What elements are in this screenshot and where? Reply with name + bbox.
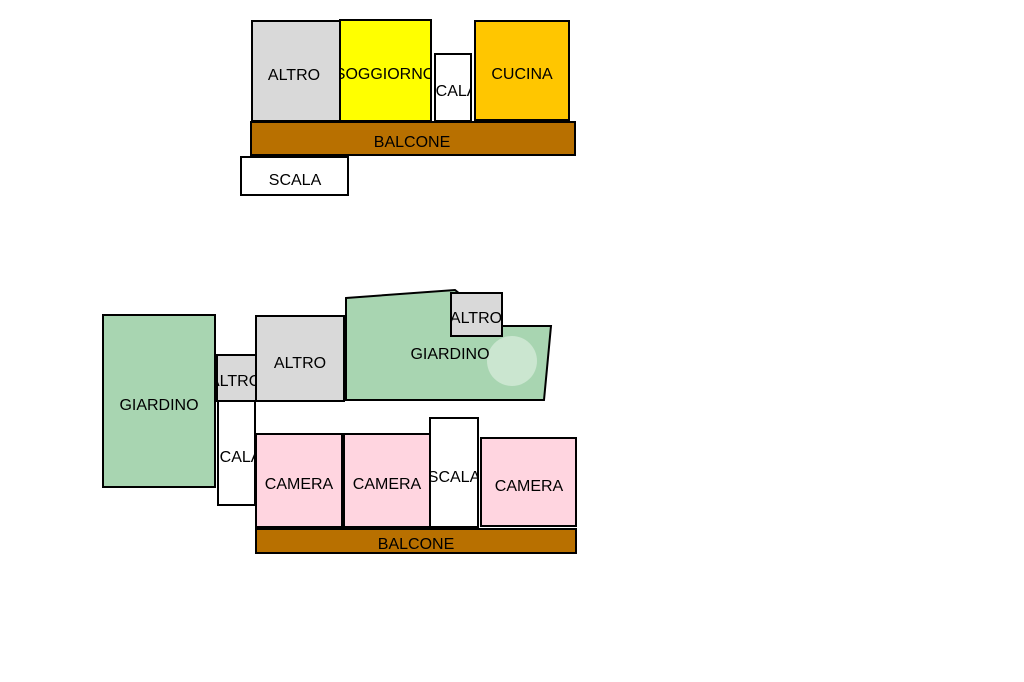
label-camera-3: CAMERA: [495, 478, 564, 495]
label-scala-left: SCALA: [209, 449, 262, 466]
label-altro-small: ALTRO: [209, 373, 261, 390]
label-soggiorno: SOGGIORNO: [335, 66, 435, 83]
label-balcone-lower: BALCONE: [378, 536, 454, 553]
label-giardino-left: GIARDINO: [119, 397, 198, 414]
room-scala-left: [217, 400, 256, 506]
upper-floor: ALTRO SOGGIORNO SCALA CUCINA BALCONE SCA…: [240, 19, 576, 196]
window-highlight: [487, 336, 537, 386]
room-camera-2: [343, 433, 431, 528]
label-scala-mid: SCALA: [428, 469, 481, 486]
room-balcone-lower: [255, 528, 577, 554]
room-giardino-left: [102, 314, 216, 488]
label-camera-2: CAMERA: [353, 476, 422, 493]
label-altro-top: ALTRO: [450, 310, 502, 327]
label-cucina: CUCINA: [491, 66, 553, 83]
room-scala-mid: [429, 417, 479, 528]
label-scala-outside: SCALA: [269, 172, 322, 189]
room-altro: [251, 20, 341, 122]
label-scala: SCALA: [425, 83, 478, 100]
lower-floor: GIARDINO ALTRO SCALA ALTRO GIARDINO ALTR…: [102, 288, 577, 554]
label-altro: ALTRO: [268, 67, 320, 84]
label-giardino-top: GIARDINO: [410, 346, 489, 363]
room-camera-1: [255, 433, 343, 528]
room-altro-top: [450, 292, 503, 337]
room-scala-outside: [240, 156, 349, 196]
label-balcone: BALCONE: [374, 134, 450, 151]
label-camera-1: CAMERA: [265, 476, 334, 493]
room-camera-3: [480, 437, 577, 527]
room-altro-small: [216, 354, 258, 402]
room-giardino-top: [345, 288, 553, 401]
room-altro-mid: [255, 315, 345, 402]
label-altro-mid: ALTRO: [274, 355, 326, 372]
room-cucina: [474, 20, 570, 121]
room-balcone: [250, 121, 576, 156]
room-soggiorno: [339, 19, 432, 122]
